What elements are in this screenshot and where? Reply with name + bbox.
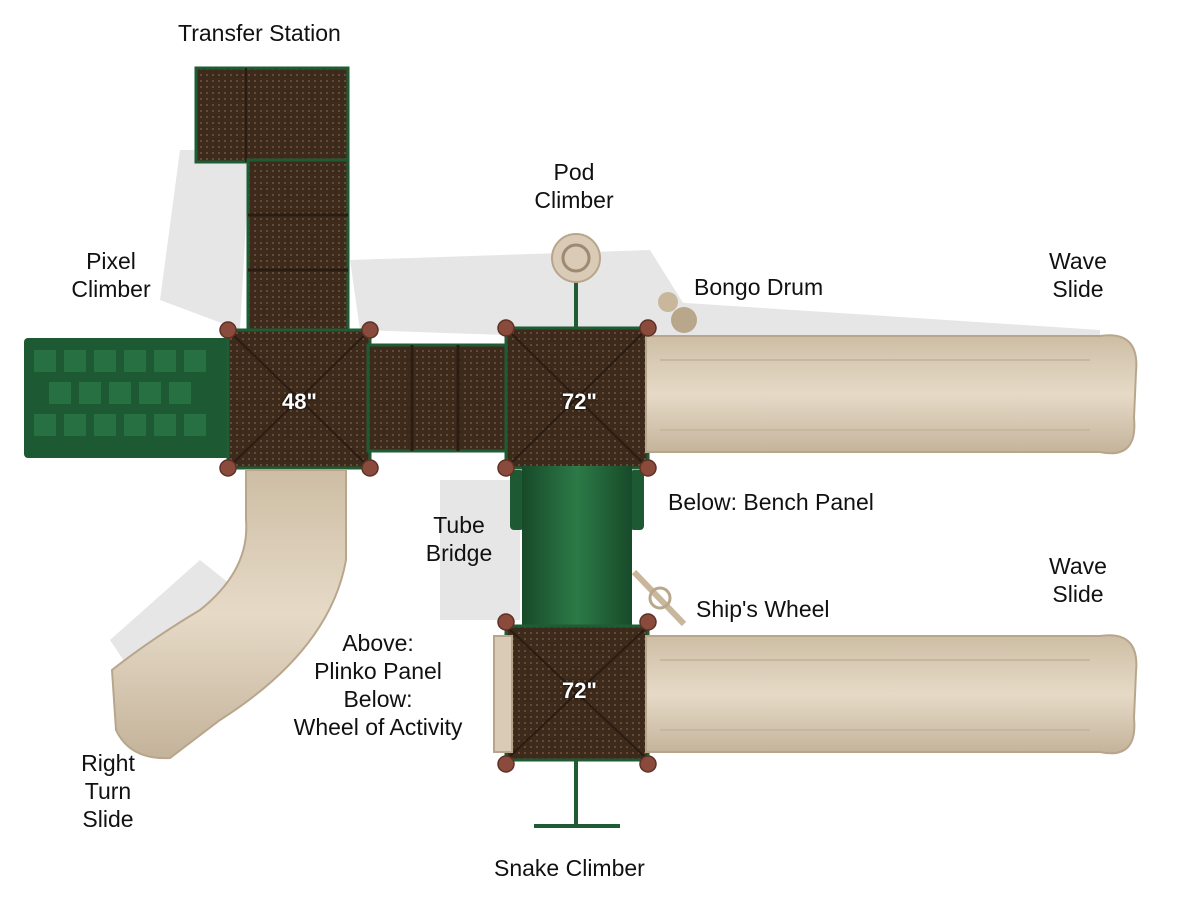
label-right-turn-slide: Right Turn Slide — [68, 749, 148, 833]
label-bongo-drum: Bongo Drum — [694, 273, 823, 301]
label-line: Below: Bench Panel — [668, 489, 874, 515]
pixel-climber — [24, 338, 230, 458]
pod-climber — [551, 233, 601, 328]
label-line: Wave — [1049, 553, 1107, 579]
wave-slide-top — [645, 334, 1138, 455]
label-line: Ship's Wheel — [696, 596, 830, 622]
transfer-station — [194, 66, 350, 164]
transfer-steps — [246, 158, 350, 334]
label-line: Bongo Drum — [694, 274, 824, 300]
ships-wheel — [631, 569, 687, 627]
label-line: Slide — [1052, 581, 1104, 607]
label-line: Right — [81, 750, 135, 776]
deck-height-72-bottom: 72" — [562, 678, 597, 703]
label-snake-climber: Snake Climber — [494, 854, 645, 882]
deck-height-48: 48" — [282, 389, 317, 414]
label-line: Slide — [82, 806, 134, 832]
label-plinko-wheel: Above: Plinko Panel Below: Wheel of Acti… — [280, 629, 476, 741]
label-line: Plinko Panel — [314, 658, 442, 684]
label-ships-wheel: Ship's Wheel — [696, 595, 830, 623]
label-line: Slide — [1052, 276, 1104, 302]
label-line: Wheel of Activity — [293, 714, 463, 740]
label-bench-panel: Below: Bench Panel — [668, 488, 874, 516]
deck-48 — [226, 328, 372, 470]
bridge — [366, 343, 510, 453]
label-line: Wave — [1049, 248, 1107, 274]
label-pod-climber: Pod Climber — [526, 158, 622, 214]
label-pixel-climber: Pixel Climber — [62, 247, 160, 303]
label-line: Climber — [71, 276, 151, 302]
label-line: Turn — [84, 778, 132, 804]
label-wave-slide-bottom: Wave Slide — [1036, 552, 1120, 608]
plinko-panel — [493, 635, 513, 753]
label-line: Below: — [343, 686, 413, 712]
label-line: Pixel — [86, 248, 136, 274]
post-caps — [219, 319, 657, 773]
label-line: Climber — [534, 187, 614, 213]
label-line: Above: — [342, 630, 414, 656]
bongo-drum — [658, 292, 697, 333]
label-line: Snake Climber — [494, 855, 645, 881]
deck-height-72-top: 72" — [562, 389, 597, 414]
right-turn-slide — [110, 469, 347, 760]
wave-slide-bottom — [645, 634, 1138, 755]
label-line: Tube — [433, 512, 485, 538]
label-line: Pod — [553, 159, 595, 185]
label-line: Transfer Station — [178, 20, 341, 46]
label-transfer-station: Transfer Station — [178, 19, 341, 47]
label-wave-slide-top: Wave Slide — [1036, 247, 1120, 303]
tube-bridge — [510, 466, 644, 628]
label-tube-bridge: Tube Bridge — [416, 511, 502, 567]
label-line: Bridge — [425, 540, 493, 566]
snake-climber — [534, 760, 620, 828]
